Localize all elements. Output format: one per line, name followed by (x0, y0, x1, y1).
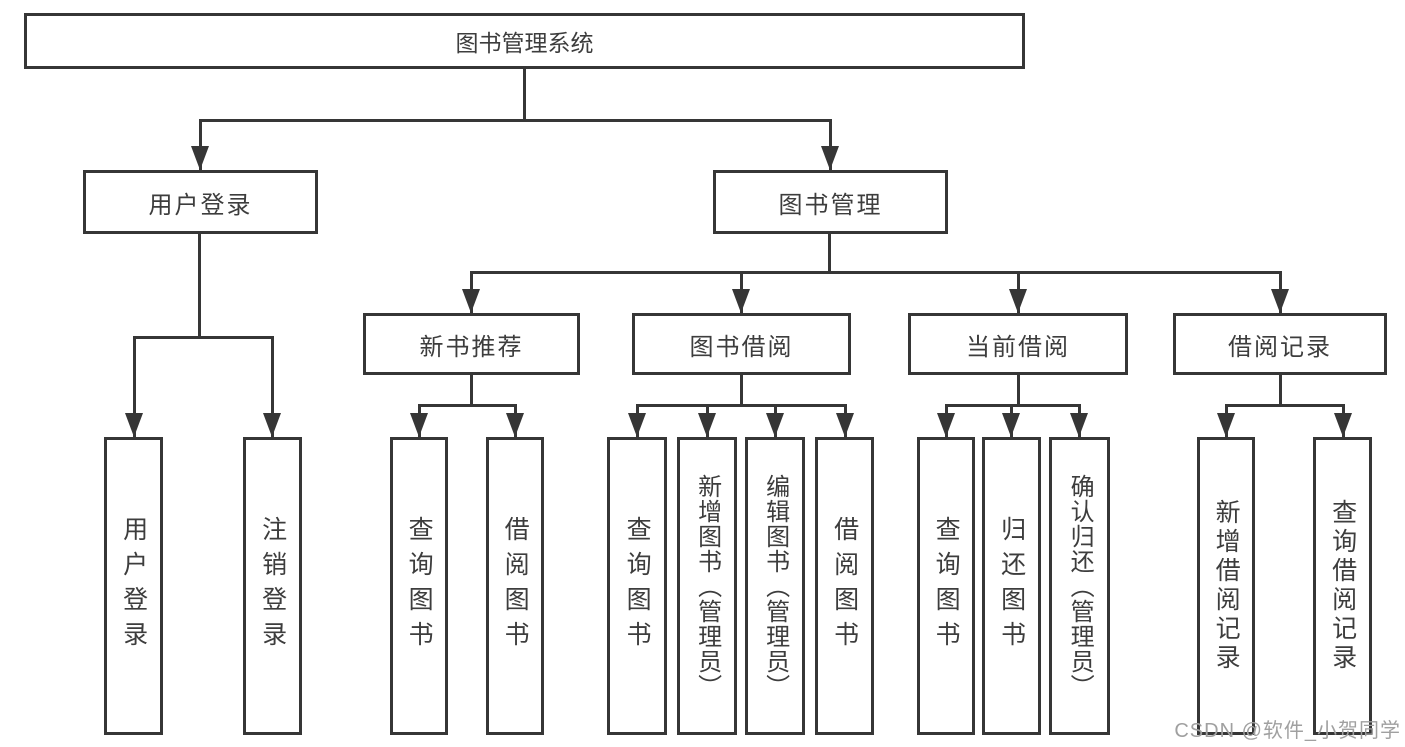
arrow-down-icon (937, 413, 955, 437)
leaf-borrow-books-recommend: 借阅图书 (486, 437, 544, 735)
arrow-down-icon (263, 413, 281, 437)
node-borrow-records: 借阅记录 (1173, 313, 1387, 375)
connector-user-login-bar (133, 336, 274, 339)
arrow-down-icon (462, 289, 480, 313)
arrow-down-icon (1271, 289, 1289, 313)
connector-root-stem (523, 69, 526, 119)
csdn-watermark: CSDN @软件_小贺同学 (1174, 720, 1401, 742)
arrow-down-icon (1009, 289, 1027, 313)
connector-borrow-stem (740, 375, 743, 404)
leaf-label: 新增借阅记录 (1212, 499, 1241, 673)
leaf-borrow-books: 借阅图书 (815, 437, 874, 735)
leaf-label: 用户登录 (119, 516, 148, 656)
leaf-label: 查询借阅记录 (1328, 499, 1357, 673)
leaf-label: 编辑图书（管理员） (761, 473, 789, 699)
leaf-label: 归还图书 (997, 516, 1026, 656)
connector-records-stem (1279, 374, 1282, 404)
arrow-down-icon (628, 413, 646, 437)
connector-user-login-stem (198, 234, 201, 336)
leaf-query-books-recommend: 查询图书 (390, 437, 448, 735)
leaf-user-login: 用户登录 (104, 437, 163, 735)
arrow-down-icon (506, 413, 524, 437)
connector-records-bar (1225, 404, 1345, 407)
arrow-down-icon (410, 413, 428, 437)
node-book-management: 图书管理 (713, 170, 948, 234)
leaf-query-books-borrow: 查询图书 (607, 437, 667, 735)
arrow-down-icon (1217, 413, 1235, 437)
leaf-label: 查询图书 (623, 516, 652, 656)
leaf-add-book-admin: 新增图书（管理员） (677, 437, 737, 735)
arrow-down-icon (766, 413, 784, 437)
arrow-down-icon (732, 289, 750, 313)
arrow-down-icon (1334, 413, 1352, 437)
node-user-login: 用户登录 (83, 170, 318, 234)
leaf-query-borrow-record: 查询借阅记录 (1313, 437, 1372, 735)
connector-current-stem (1017, 375, 1020, 404)
leaf-label: 新增图书（管理员） (693, 473, 721, 699)
leaf-logout: 注销登录 (243, 437, 302, 735)
connector-root-shaft-left (199, 119, 202, 170)
leaf-label: 确认归还（管理员） (1066, 473, 1094, 699)
arrow-down-icon (125, 413, 143, 437)
connector-user-login-shaft (133, 336, 136, 437)
connector-root-shaft-right (829, 119, 832, 170)
arrow-down-icon (821, 146, 839, 170)
node-book-borrow: 图书借阅 (632, 313, 851, 375)
connector-book-mgmt-stem (828, 234, 831, 271)
arrow-down-icon (698, 413, 716, 437)
connector-book-mgmt-bar (470, 271, 1282, 274)
arrow-down-icon (1070, 413, 1088, 437)
leaf-add-borrow-record: 新增借阅记录 (1197, 437, 1255, 735)
connector-root-bar (199, 119, 832, 122)
leaf-confirm-return-admin: 确认归还（管理员） (1049, 437, 1110, 735)
leaf-edit-book-admin: 编辑图书（管理员） (745, 437, 805, 735)
leaf-label: 查询图书 (932, 516, 961, 656)
connector-recommend-stem (470, 375, 473, 404)
leaf-label: 借阅图书 (501, 516, 530, 656)
arrow-down-icon (191, 146, 209, 170)
arrow-down-icon (1002, 413, 1020, 437)
leaf-return-book: 归还图书 (982, 437, 1041, 735)
leaf-label: 借阅图书 (830, 516, 859, 656)
node-current-borrow: 当前借阅 (908, 313, 1128, 375)
node-library-system-root: 图书管理系统 (24, 13, 1025, 69)
connector-current-bar (945, 404, 1081, 407)
connector-user-login-shaft (271, 336, 274, 437)
leaf-query-books-current: 查询图书 (917, 437, 975, 735)
connector-recommend-bar (418, 404, 517, 407)
leaf-label: 查询图书 (405, 516, 434, 656)
connector-borrow-bar (636, 404, 847, 407)
node-new-book-recommend: 新书推荐 (363, 313, 580, 375)
leaf-label: 注销登录 (258, 516, 287, 656)
arrow-down-icon (836, 413, 854, 437)
